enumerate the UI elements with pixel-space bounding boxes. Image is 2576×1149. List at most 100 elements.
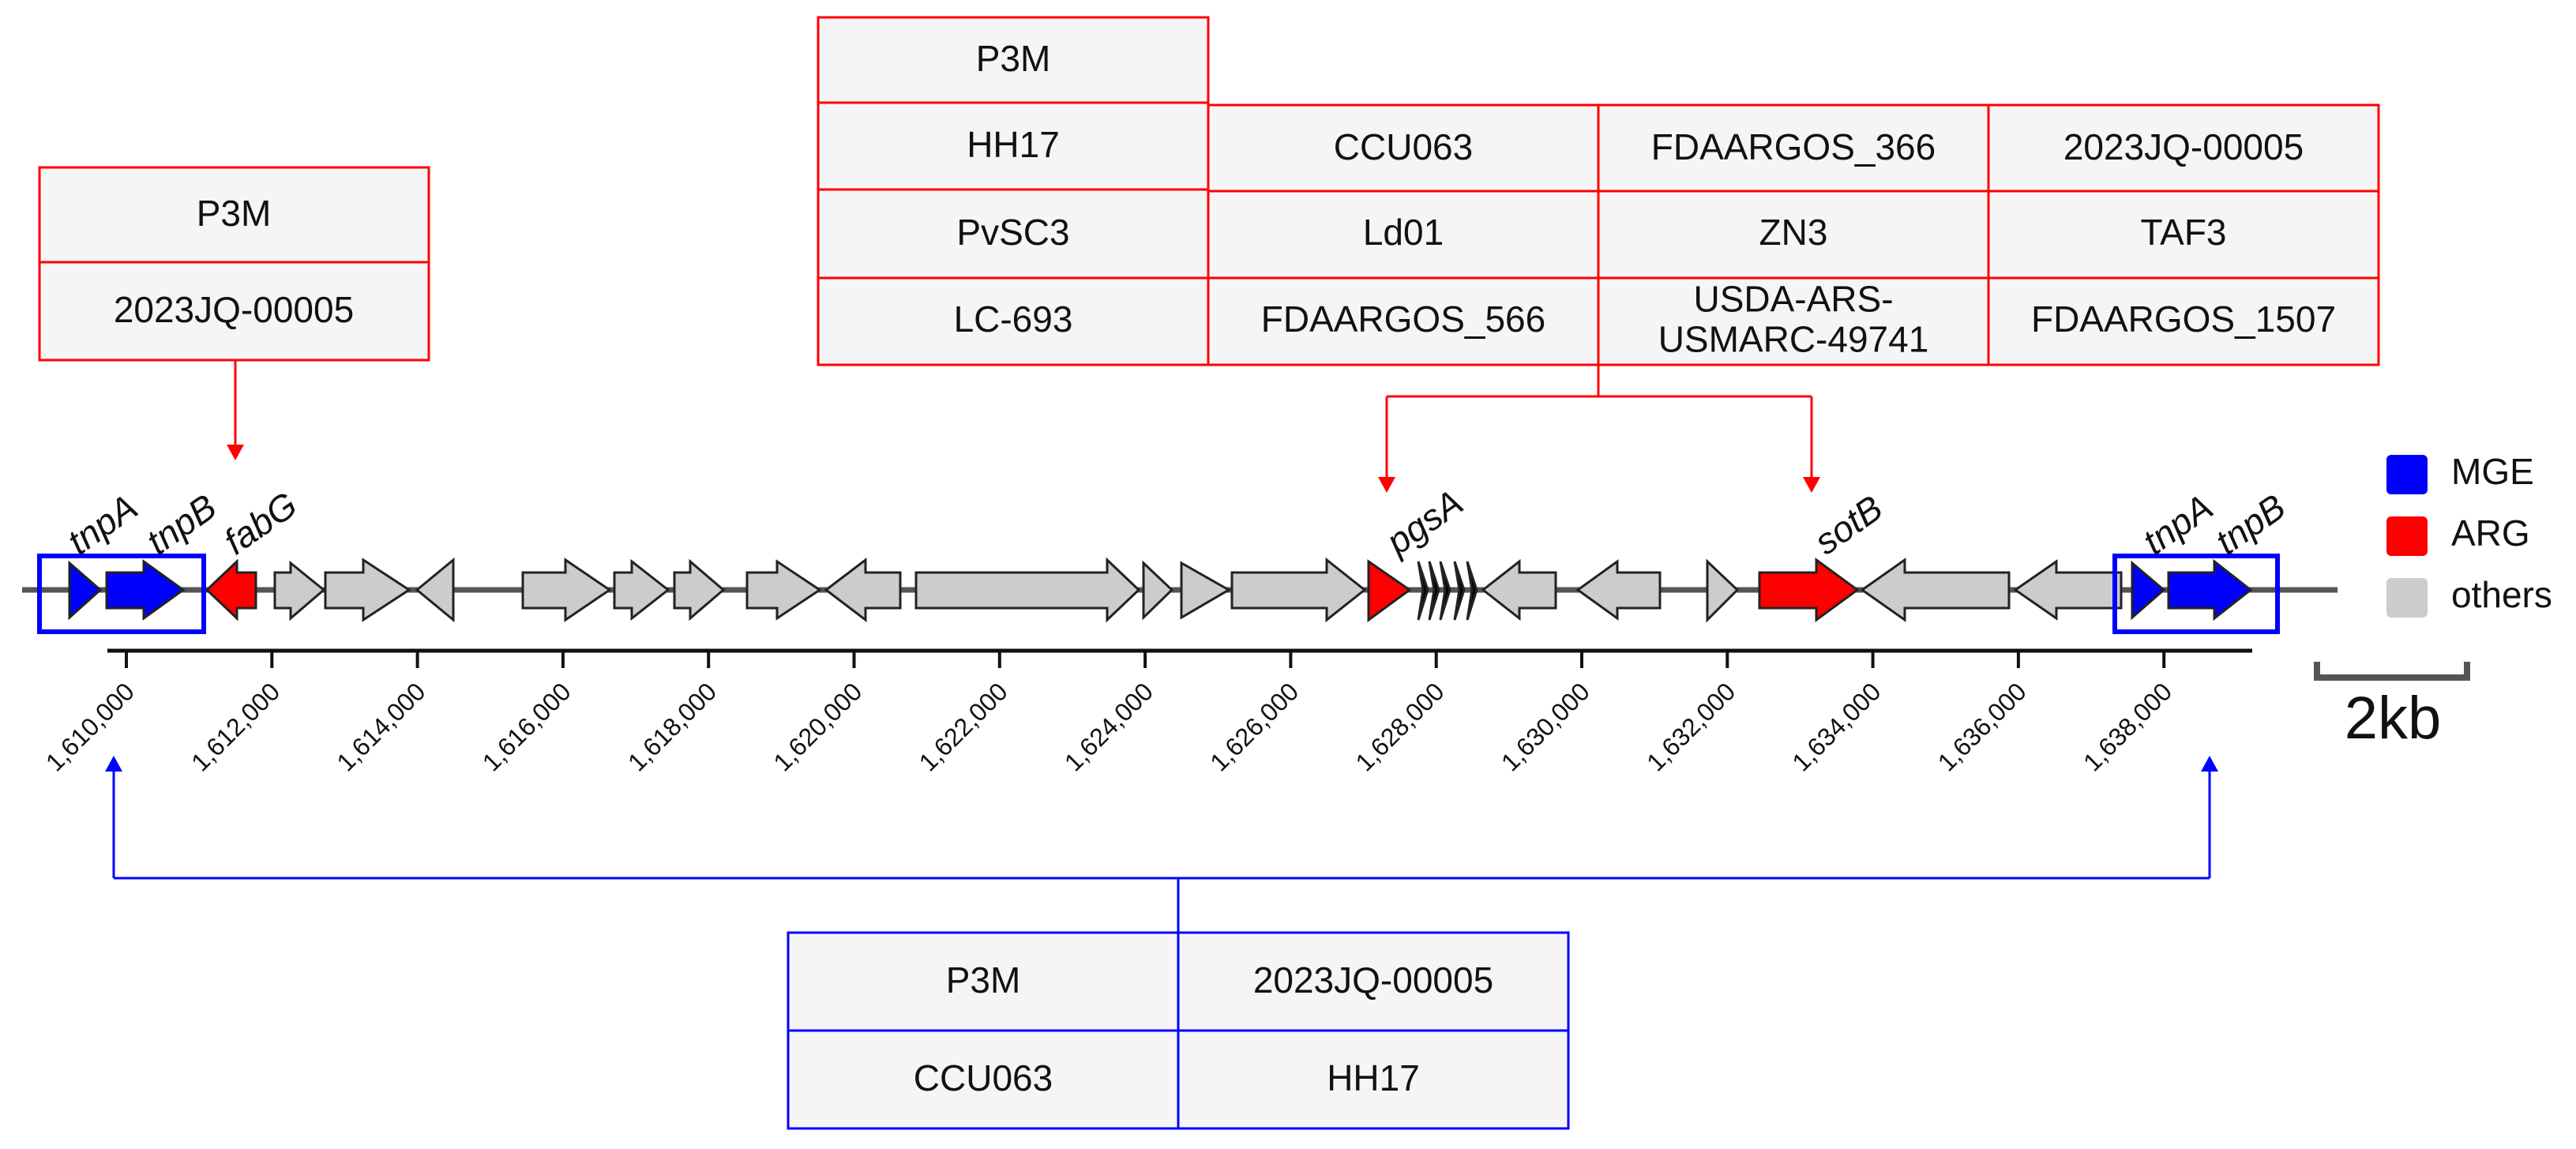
table-cell [1177, 1029, 1570, 1130]
legend-label: others [2451, 574, 2552, 615]
gene-label: fabG [216, 483, 305, 562]
gene-other [1575, 559, 1662, 621]
strain-label: USDA-ARS-USMARC-49741 [1658, 279, 1929, 360]
strain-label: TAF3 [2140, 212, 2226, 253]
gene-other [1142, 560, 1174, 621]
gene-label: tnpA [2135, 486, 2220, 562]
strain-label: 2023JQ-00005 [114, 289, 354, 330]
mge-strain-table: P3M 2023JQ-00005 CCU063 HH17 [787, 931, 1570, 1130]
scale-bar-label: 2kb [2345, 685, 2442, 752]
table-cell [1987, 103, 2380, 193]
table-cell [38, 166, 430, 264]
table-cell [1597, 276, 1990, 366]
strain-label: 2023JQ-00005 [2063, 126, 2304, 167]
gene-other [1481, 558, 1557, 621]
gene-other [613, 558, 670, 621]
strain-label: CCU063 [1334, 126, 1473, 167]
gene-other [415, 557, 455, 623]
arrowhead-icon [227, 445, 244, 460]
gene-label: sotB [1807, 487, 1890, 562]
gene-label: tnpB [2208, 486, 2292, 562]
axis-tick-label: 1,638,000 [2078, 677, 2177, 776]
gene-other [1706, 558, 1740, 623]
axis-tick-label: 1,632,000 [1641, 677, 1740, 776]
table-cell [38, 261, 430, 362]
legend-label: MGE [2451, 451, 2534, 492]
axis-tick-label: 1,622,000 [914, 677, 1013, 776]
gene-label: tnpA [60, 486, 145, 562]
axis-tick-label: 1,610,000 [40, 677, 140, 776]
gene-label: tnpB [139, 486, 223, 562]
axis-tick-label: 1,634,000 [1786, 677, 1886, 776]
strain-label: Ld01 [1363, 212, 1444, 253]
table-cell [1987, 190, 2380, 280]
fabG-connector [227, 360, 244, 460]
arrowhead-icon [1803, 477, 1820, 493]
strain-label: LC-693 [954, 299, 1073, 340]
gene-arrows [68, 557, 2253, 623]
table-cell [1207, 276, 1600, 366]
table-cell [817, 276, 1210, 366]
table-cell [787, 931, 1180, 1032]
strain-label: CCU063 [914, 1057, 1053, 1098]
strain-label: HH17 [967, 124, 1060, 165]
table-cell [1987, 276, 2380, 366]
legend-swatch-others [2386, 578, 2428, 618]
arrowhead-icon [2201, 756, 2218, 772]
axis-tick-label: 1,618,000 [622, 677, 722, 776]
gene-fabG [205, 558, 257, 621]
strain-label: FDAARGOS_566 [1261, 299, 1545, 340]
strain-label: P3M [197, 193, 272, 234]
gene-tnpB-left [105, 559, 186, 621]
axis-tick-label: 1,624,000 [1059, 677, 1158, 776]
mge-connector [112, 770, 2211, 933]
arrowhead-icon [105, 756, 122, 772]
fabG-strain-table: P3M 2023JQ-00005 [38, 166, 430, 362]
axis-tick-label: 1,620,000 [768, 677, 867, 776]
gene-tnpB-right [2167, 558, 2253, 621]
gene-other [273, 560, 326, 621]
strain-label: ZN3 [1759, 212, 1828, 253]
legend-label: ARG [2451, 513, 2530, 554]
scale-bar: 2kb [2314, 662, 2470, 752]
axis-tick-label: 1,626,000 [1204, 677, 1304, 776]
axis-tick-label: 1,616,000 [477, 677, 576, 776]
strain-label: 2023JQ-00005 [1253, 959, 1493, 1001]
strain-label: FDAARGOS_366 [1651, 126, 1936, 167]
gene-other [1230, 557, 1367, 623]
table-cell [787, 1029, 1180, 1130]
gene-label: pgsA [1377, 481, 1470, 563]
strain-label: HH17 [1327, 1057, 1420, 1098]
gene-other [1466, 561, 1478, 621]
gene-sotB [1758, 558, 1860, 622]
gene-other [914, 557, 1141, 623]
gene-other [324, 558, 411, 622]
gene-other [824, 557, 902, 623]
table-cell [1597, 190, 1990, 280]
axis-tick-label: 1,630,000 [1496, 677, 1595, 776]
gene-other [1428, 561, 1440, 621]
gene-other [673, 558, 726, 621]
gene-other [745, 559, 822, 621]
legend: MGE ARG others [2386, 451, 2552, 618]
pgsA-sotB-strain-table: P3M HH17 CCU063 FDAARGOS_366 2023JQ-0000… [817, 16, 2380, 366]
axis-tick-label: 1,614,000 [331, 677, 430, 776]
gene-other [2013, 559, 2123, 621]
legend-swatch-mge [2386, 455, 2428, 494]
mge-box-right [2112, 554, 2280, 634]
table-cell [1177, 931, 1570, 1032]
axis-tick-label: 1,636,000 [1932, 677, 2032, 776]
table-cell [1207, 190, 1600, 280]
mge-box-left [37, 554, 206, 634]
strain-label: P3M [946, 959, 1021, 1001]
pgsA-sotB-connector [1385, 365, 1813, 479]
axis-tick-label: 1,628,000 [1350, 677, 1450, 776]
gene-other [521, 558, 612, 622]
legend-swatch-arg [2386, 516, 2428, 556]
gene-other [1180, 561, 1232, 620]
gene-other [1417, 561, 1429, 621]
gene-other [1453, 561, 1466, 621]
gene-other [1860, 558, 2011, 622]
